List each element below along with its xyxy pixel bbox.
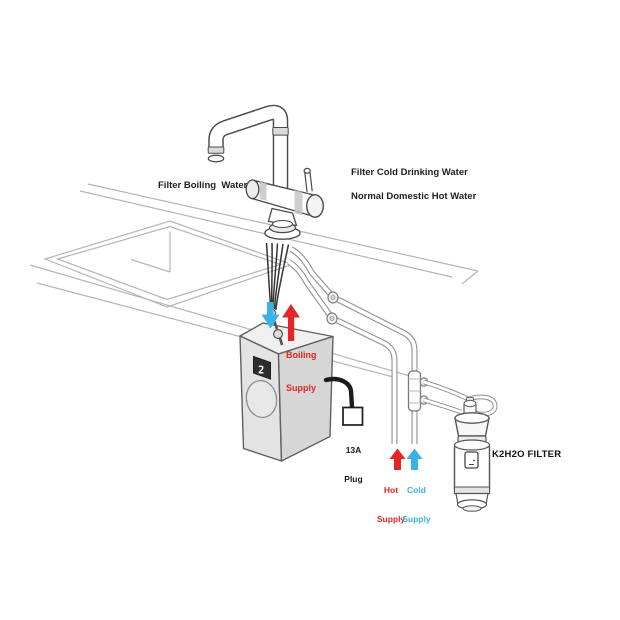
hose-connector-icon <box>326 312 338 325</box>
boiler-inlet-fitting-icon <box>273 329 284 340</box>
label-boiling-supply-line1: Boiling <box>286 350 317 360</box>
power-cable <box>323 376 364 426</box>
supply-arrows <box>261 302 423 470</box>
label-filter-cold-drinking-water: Filter Cold Drinking Water <box>351 167 468 178</box>
three-way-tap <box>207 104 325 240</box>
hot-supply-up-arrow-icon <box>389 448 406 470</box>
sink-basin <box>43 220 294 308</box>
label-normal-domestic-hot-water: Normal Domestic Hot Water <box>351 190 477 202</box>
cold-inlet-down-arrow-icon <box>261 302 280 329</box>
label-cold-supply-line2: Supply <box>402 513 431 524</box>
boiling-supply-up-arrow-icon <box>282 304 300 341</box>
boiler-display-glyph: 2 <box>258 365 264 377</box>
label-plug-line2: Plug <box>344 473 363 484</box>
label-boiling-supply-line2: Supply <box>286 383 317 393</box>
label-filter-unit: K2H2O FILTER <box>492 448 562 460</box>
boiler-display: 2 <box>253 355 271 380</box>
spout-tip <box>207 154 225 163</box>
label-hot-supply-line1: Hot <box>383 485 399 495</box>
label-cold-supply: Cold Supply <box>394 467 439 534</box>
tap-lever <box>303 167 313 192</box>
boiler-dial <box>245 379 278 419</box>
label-filter-boiling-water: Filter Boiling Water <box>158 180 248 191</box>
label-hot-supply: Hot Supply <box>369 467 413 534</box>
water-filter <box>453 396 491 512</box>
supply-pipes <box>287 246 418 444</box>
label-cold-supply-line1: Cold <box>407 485 426 495</box>
label-plug: 13A Plug <box>338 426 369 495</box>
hose-connector-icon <box>327 291 339 304</box>
label-plug-line1: 13A <box>345 444 362 455</box>
label-boiling-supply: Boiling Supply <box>286 328 317 405</box>
filter-manifold <box>407 370 498 417</box>
label-hot-supply-line2: Supply <box>376 513 406 524</box>
boiler-unit: 2 <box>239 322 334 462</box>
filter-label-icon <box>464 451 479 469</box>
cold-supply-up-arrow-icon <box>406 448 423 470</box>
plug-box <box>342 406 364 426</box>
